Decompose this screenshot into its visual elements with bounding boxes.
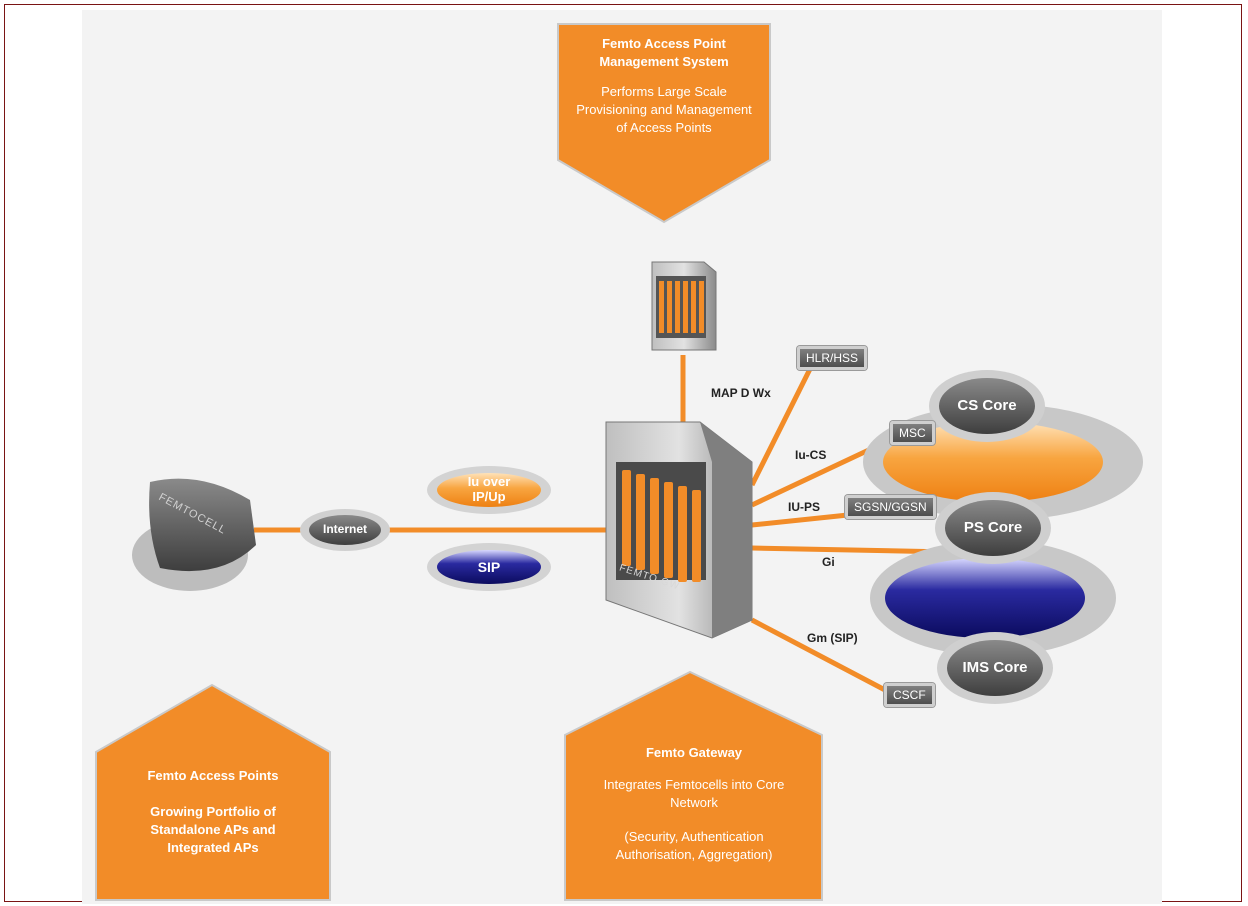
femto-gateway-icon	[605, 421, 753, 639]
management-server-icon	[651, 261, 717, 351]
access-points-callout: Femto Access Points Growing Portfolio of…	[104, 767, 322, 857]
management-body: Performs Large Scale Provisioning and Ma…	[576, 84, 752, 135]
management-title: Femto Access Point Management System	[599, 36, 729, 69]
femtocell-icon	[132, 478, 256, 591]
ps-core-label: PS Core	[963, 519, 1023, 536]
sip-pill	[437, 550, 541, 584]
iu-over-text: Iu over	[467, 474, 511, 489]
internet-node	[309, 515, 381, 545]
cs-core-label: CS Core	[957, 397, 1017, 414]
iu-over-ip-label: Iu over IP/Up	[437, 474, 541, 504]
gateway-body-details: (Security, Authentication Authorisation,…	[615, 829, 773, 862]
gateway-body: Integrates Femtocells into Core Network	[603, 777, 785, 810]
access-points-callout-shape	[95, 683, 331, 901]
gi-label: Gi	[822, 555, 835, 569]
ims-core-bubble	[947, 640, 1043, 696]
management-callout-shape	[557, 23, 771, 224]
internet-label: Internet	[322, 522, 367, 536]
hlr-hss-tag: HLR/HSS	[797, 346, 868, 370]
sgsn-ggsn-tag: SGSN/GGSN	[845, 495, 936, 519]
iu-cs-label: Iu-CS	[795, 448, 827, 462]
iu-over-ip-pill	[437, 473, 541, 507]
access-points-title: Femto Access Points	[147, 768, 279, 783]
ims-core-label: IMS Core	[962, 659, 1028, 676]
access-points-body: Growing Portfolio of Standalone APs and …	[150, 804, 276, 855]
gateway-callout: Femto Gateway Integrates Femtocells into…	[584, 744, 804, 864]
cs-core-bubble	[939, 378, 1035, 434]
map-d-wx-label: MAP D Wx	[711, 386, 771, 400]
ip-up-text: IP/Up	[472, 489, 506, 504]
ps-core-bubble	[945, 500, 1041, 556]
msc-tag: MSC	[890, 421, 935, 445]
gm-sip-label: Gm (SIP)	[807, 631, 858, 645]
ims-core-ellipse	[885, 558, 1085, 638]
gateway-title: Femto Gateway	[645, 745, 743, 760]
iu-ps-label: IU-PS	[788, 500, 821, 514]
gateway-callout-shape	[564, 670, 823, 901]
cs-core-ellipse	[883, 422, 1103, 502]
connection-lines	[254, 355, 951, 693]
management-callout: Femto Access Point Management System Per…	[570, 35, 758, 137]
cscf-tag: CSCF	[884, 683, 935, 707]
sip-label: SIP	[477, 559, 501, 575]
